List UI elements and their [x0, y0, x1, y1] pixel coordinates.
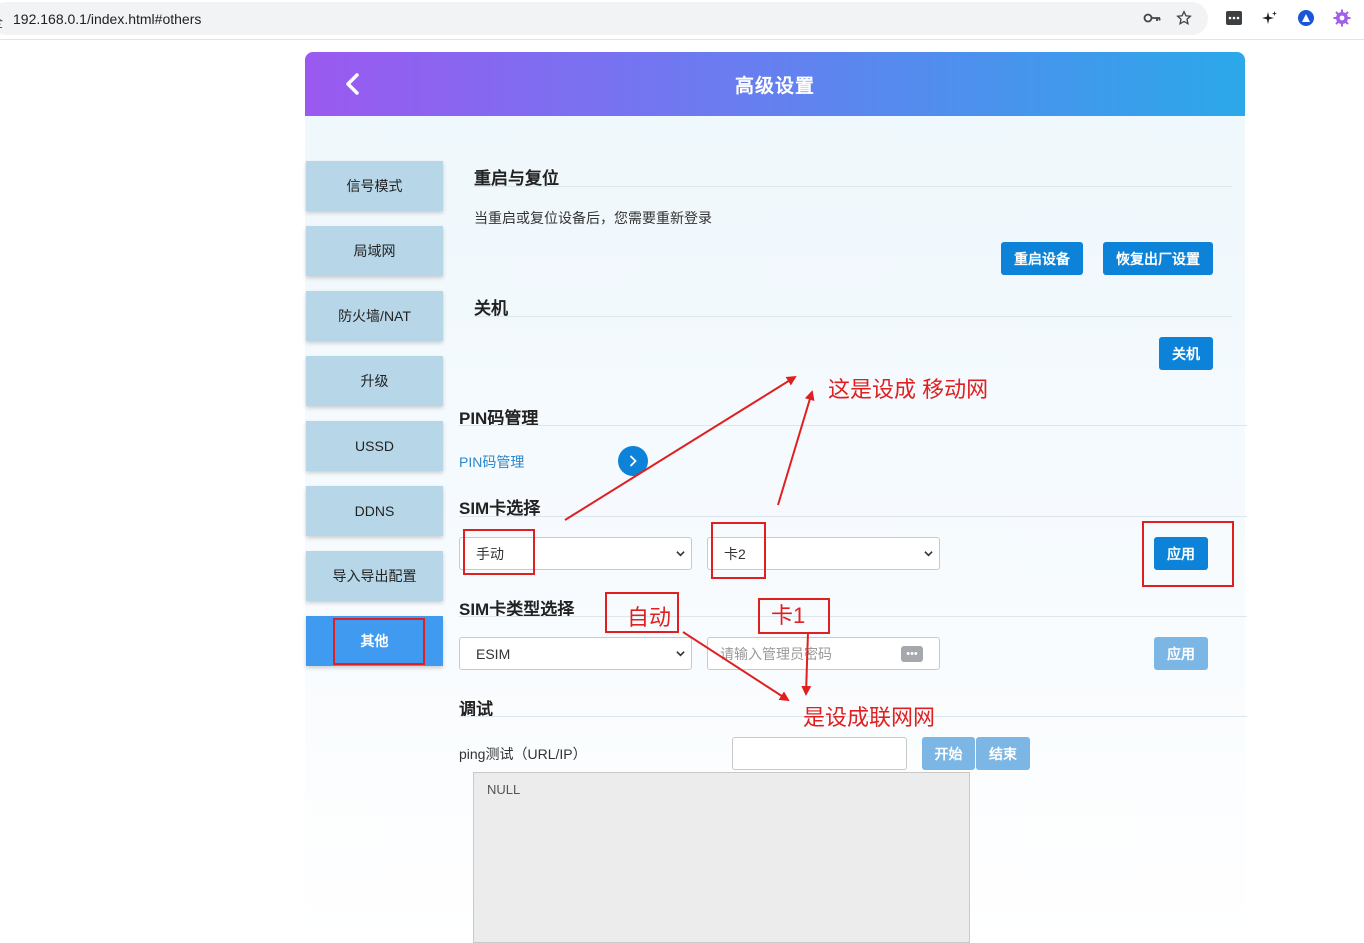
chevron-down-icon	[676, 551, 685, 557]
chevron-right-icon	[630, 455, 637, 467]
chevron-down-icon	[924, 551, 933, 557]
admin-password-placeholder: 请输入管理员密码	[720, 645, 832, 662]
sidebar-item-import-export[interactable]: 导入导出配置	[306, 551, 443, 601]
chevron-down-icon	[676, 651, 685, 657]
sidebar-item-ussd[interactable]: USSD	[306, 421, 443, 471]
annotation-box-mode	[463, 529, 535, 575]
divider	[474, 316, 1232, 317]
sim-card-value: 卡2	[724, 545, 746, 562]
sidebar-item-firewall-nat[interactable]: 防火墙/NAT	[306, 291, 443, 341]
sidebar-item-signal-mode[interactable]: 信号模式	[306, 161, 443, 211]
annotation-unicom-note: 是设成联网网	[803, 705, 936, 730]
annotation-auto-note: 自动	[627, 605, 672, 630]
ping-label: ping测试（URL/IP）	[459, 746, 587, 762]
password-manager-icon[interactable]: •••	[901, 646, 923, 662]
sim-select-section-title: SIM卡选择	[459, 499, 541, 518]
ping-target-input[interactable]	[732, 737, 907, 770]
pin-open-button[interactable]	[618, 446, 648, 476]
divider	[474, 186, 1232, 187]
page-title: 高级设置	[734, 76, 815, 97]
reset-note: 当重启或复位设备后，您需要重新登录	[474, 210, 712, 226]
browser-toolbar: 全 192.168.0.1/index.html#others	[0, 0, 1364, 40]
site-info-label[interactable]: 全	[0, 12, 3, 31]
debug-section-title: 调试	[459, 700, 493, 719]
key-icon[interactable]	[1142, 8, 1162, 28]
sidebar-item-upgrade[interactable]: 升级	[306, 356, 443, 406]
sim-card-select[interactable]: 卡2	[707, 537, 940, 570]
divider	[459, 425, 1247, 426]
sim-mode-select[interactable]: 手动	[459, 537, 692, 570]
sim-mode-value: 手动	[476, 545, 504, 562]
back-arrow-icon[interactable]	[341, 70, 365, 98]
pin-management-link[interactable]: PIN码管理	[459, 454, 525, 470]
extension-dots-icon[interactable]	[1224, 8, 1244, 28]
sim-type-section-title: SIM卡类型选择	[459, 600, 575, 619]
annotation-card1-note: 卡1	[771, 603, 806, 628]
profile-extension-icon[interactable]	[1296, 8, 1316, 28]
ping-stop-button[interactable]: 结束	[976, 737, 1030, 770]
sim-select-apply-button[interactable]: 应用	[1154, 537, 1208, 570]
annotation-box-others	[333, 618, 425, 665]
reboot-button[interactable]: 重启设备	[1001, 242, 1083, 275]
url-text[interactable]: 192.168.0.1/index.html#others	[13, 11, 202, 27]
divider	[459, 716, 1247, 717]
settings-gear-icon[interactable]	[1332, 8, 1352, 28]
admin-password-input[interactable]: 请输入管理员密码 •••	[707, 637, 940, 670]
reset-section-title: 重启与复位	[474, 169, 559, 188]
ping-output[interactable]: NULL	[473, 772, 970, 943]
shutdown-section-title: 关机	[474, 299, 508, 318]
sidebar-item-others[interactable]: 其他	[306, 616, 443, 666]
factory-reset-button[interactable]: 恢复出厂设置	[1103, 242, 1213, 275]
shutdown-button[interactable]: 关机	[1159, 337, 1213, 370]
sidebar-item-lan[interactable]: 局域网	[306, 226, 443, 276]
sidebar-item-ddns[interactable]: DDNS	[306, 486, 443, 536]
pin-section-title: PIN码管理	[459, 409, 539, 428]
sim-type-value: ESIM	[476, 645, 511, 662]
bookmark-star-icon[interactable]	[1174, 8, 1194, 28]
divider	[459, 616, 1247, 617]
sparkle-icon[interactable]	[1260, 8, 1280, 28]
annotation-box-card	[711, 522, 766, 579]
sim-type-select[interactable]: ESIM	[459, 637, 692, 670]
panel-header: 高级设置	[305, 52, 1245, 116]
annotation-box-card1	[758, 598, 830, 634]
address-bar[interactable]: 全 192.168.0.1/index.html#others	[0, 2, 1208, 35]
sim-type-apply-button[interactable]: 应用	[1154, 637, 1208, 670]
annotation-mobile-note: 这是设成 移动网	[828, 377, 989, 402]
annotation-box-apply	[1142, 521, 1234, 587]
annotation-box-auto	[605, 592, 679, 633]
divider	[459, 516, 1247, 517]
ping-start-button[interactable]: 开始	[922, 737, 975, 770]
